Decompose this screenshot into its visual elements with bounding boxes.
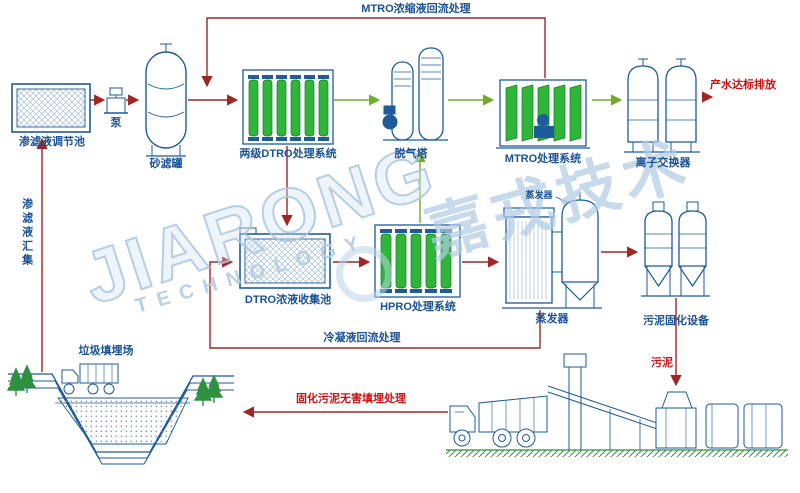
label-sludge-equipment: 污泥固化设备	[643, 315, 709, 327]
evaporator-shape	[502, 192, 602, 309]
sludge-silos-shape	[641, 201, 710, 297]
label-degassing-tower: 脱气塔	[394, 148, 428, 160]
label-mtro-system: MTRO处理系统	[504, 153, 582, 165]
sand-filter-shape	[145, 43, 187, 157]
label-sludge: 污泥	[651, 357, 673, 369]
label-water-discharge: 产水达标排放	[710, 79, 776, 91]
label-hpro-system: HPRO处理系统	[380, 301, 456, 313]
transfer-station-shape	[446, 353, 788, 457]
landfill-truck-shape	[61, 363, 119, 395]
label-dtro-pool: DTRO浓液收集池	[244, 294, 332, 306]
label-mtro-reflux: MTRO浓缩液回流处理	[361, 3, 471, 15]
label-evaporator: 蒸发器	[535, 313, 569, 325]
label-pump: 泵	[110, 117, 122, 129]
label-dtro-system: 两级DTRO处理系统	[239, 148, 337, 160]
degassing-tower-shape	[382, 47, 448, 141]
landfill-shape	[8, 373, 234, 465]
label-condensate-reflux: 冷凝液回流处理	[323, 332, 401, 344]
label-regulation-pool: 渗滤液调节池	[19, 136, 85, 148]
ion-exchanger-shape	[624, 58, 700, 153]
dtro-pool-shape	[239, 227, 331, 289]
flow-lines-green	[333, 94, 623, 223]
label-sand-filter: 砂滤罐	[149, 158, 183, 170]
label-landfill: 垃圾填埋场	[78, 345, 134, 357]
regulation-pool-shape	[11, 83, 91, 133]
flow-lines-red	[36, 17, 714, 418]
feed-pump-shape	[104, 87, 128, 114]
label-solidified-sludge: 固化污泥无害填埋处理	[296, 393, 406, 405]
mtro-system-shape	[496, 79, 590, 149]
landfill-trees	[6, 364, 224, 406]
label-leachate-collection: 渗滤液汇集	[20, 198, 33, 268]
dtro-system-shape	[242, 69, 334, 145]
hpro-system-shape	[374, 224, 461, 298]
label-evaporator-top: 蒸发器	[525, 190, 553, 200]
label-ion-exchanger: 离子交换器	[635, 157, 691, 169]
